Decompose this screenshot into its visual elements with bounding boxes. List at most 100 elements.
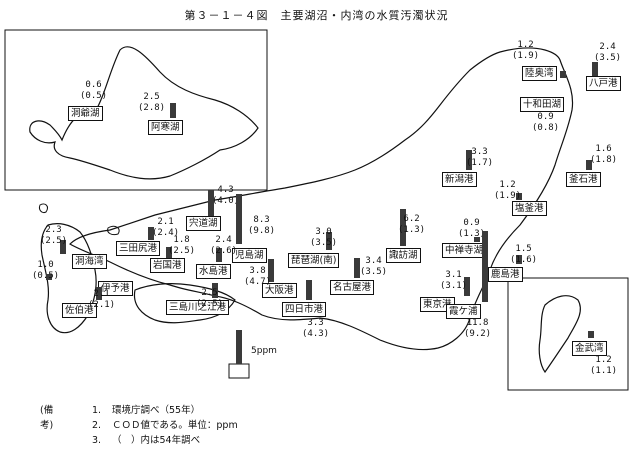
note-text: （ ）内は54年調べ (112, 435, 201, 446)
cod-bar (466, 150, 472, 170)
value-54: (3.5) (310, 238, 338, 248)
cod-bar (482, 231, 488, 302)
value-54: (1.9) (494, 191, 522, 201)
cod-bar (516, 192, 522, 200)
site-label: 阿寒湖 (148, 120, 183, 135)
cod-bar (586, 160, 592, 170)
value-55: 1.2 (499, 180, 516, 190)
value-54: (3.1) (440, 281, 468, 291)
value-55: 0.6 (85, 80, 102, 90)
value-54: (1.3) (458, 229, 486, 239)
site-values: 0.9(0.8) (532, 112, 559, 134)
site-values: 0.6(0.5) (80, 80, 107, 102)
value-55: 8.3 (253, 215, 270, 225)
site-label: 新潟港 (442, 172, 477, 187)
site-label: 中禅寺湖 (442, 243, 487, 258)
site-label: 鹿島港 (488, 267, 523, 282)
note-text: ＣＯＤ値である。単位：ppm (112, 420, 238, 431)
value-54: (0.5) (80, 91, 108, 101)
site-label: 金武湾 (572, 341, 607, 356)
site-values: 3.1(3.1) (440, 270, 467, 292)
site-values: 2.5(2.5) (196, 288, 223, 310)
site-label: 名古屋港 (330, 280, 375, 295)
site-label: 三田尻港 (116, 241, 161, 256)
value-55: 2.4 (599, 42, 616, 52)
site-label: 洞海湾 (72, 254, 107, 269)
cod-bar (166, 247, 172, 258)
value-55: 3.1 (445, 270, 462, 280)
value-55: 1.5 (515, 244, 532, 254)
value-55: 1.2 (517, 40, 534, 50)
value-55: 2.1 (93, 289, 110, 299)
value-55: 2.4 (215, 235, 232, 245)
site-values: 2.3(2.5) (40, 225, 67, 247)
value-54: (0.8) (532, 123, 560, 133)
cod-bar (208, 190, 214, 216)
value-55: 11.8 (466, 318, 489, 328)
site-values: 6.2(1.3) (398, 214, 425, 236)
cod-bar (170, 103, 176, 118)
value-55: 2.5 (143, 92, 160, 102)
value-54: (4.7) (244, 277, 272, 287)
value-55: 1.8 (173, 235, 190, 245)
cod-bar (326, 232, 332, 250)
value-55: 4.3 (217, 185, 234, 195)
cod-bar (592, 61, 598, 76)
cod-bar (560, 70, 566, 78)
site-label: 児島湖 (232, 248, 267, 263)
figure-title: 第３－１－４図 主要湖沼・内湾の水質汚濁状況 (184, 9, 449, 22)
cod-bar (516, 255, 522, 264)
value-54: (1.1) (590, 366, 618, 376)
value-54: (2.5) (40, 236, 68, 246)
value-55: 3.4 (365, 256, 382, 266)
site-values: 1.0(0.5) (32, 260, 59, 282)
value-54: (1.3) (398, 225, 426, 235)
value-54: (2.8) (138, 103, 166, 113)
value-54: (3.5) (360, 267, 388, 277)
site-label: 塩釜港 (512, 201, 547, 216)
site-values: 1.2(1.9) (494, 180, 521, 202)
site-values: 1.8(2.5) (168, 235, 195, 257)
value-54: (4.3) (302, 329, 330, 339)
site-values: 2.4(3.5) (594, 42, 621, 64)
site-values: 3.8(4.7) (244, 266, 271, 288)
cod-bar (148, 227, 154, 240)
cod-bar (268, 259, 274, 282)
site-label: 佐伯港 (62, 303, 97, 318)
value-55: 6.2 (403, 214, 420, 224)
site-values: 1.2(1.1) (590, 355, 617, 377)
site-values: 11.8(9.2) (464, 318, 491, 340)
value-54: (2.1) (88, 300, 116, 310)
notes-heading: (備考) (40, 405, 54, 431)
cod-bar (354, 257, 360, 278)
site-values: 1.5(1.6) (510, 244, 537, 266)
value-54: (1.6) (510, 255, 538, 265)
cod-bar (400, 208, 406, 246)
site-label: 岩国港 (150, 258, 185, 273)
value-54: (2.6) (210, 246, 238, 256)
value-55: 0.9 (463, 218, 480, 228)
value-54: (2.5) (196, 299, 224, 309)
value-55: 1.6 (595, 144, 612, 154)
site-label: 霞ケ浦 (446, 304, 481, 319)
site-values: 0.9(1.3) (458, 218, 485, 240)
site-values: 1.2(1.9) (512, 40, 539, 62)
cod-bar (306, 280, 312, 300)
value-54: (1.7) (466, 158, 494, 168)
cod-bar (464, 277, 470, 296)
site-label: 洞爺湖 (68, 106, 103, 121)
cod-bar (588, 330, 594, 338)
value-55: 1.0 (37, 260, 54, 270)
scale-label: 5ppm (251, 346, 277, 356)
site-label: 陸奥湾 (522, 66, 557, 81)
value-54: (2.5) (168, 246, 196, 256)
site-label: 釜石港 (566, 172, 601, 187)
note-text: 環境庁調べ（55年） (112, 405, 201, 416)
value-55: 0.9 (537, 112, 554, 122)
cod-bar (96, 287, 102, 300)
value-55: 3.0 (315, 227, 332, 237)
site-label: 大阪港 (262, 283, 297, 298)
site-label: 琵琶湖(南) (288, 253, 340, 268)
value-54: (3.5) (594, 53, 622, 63)
